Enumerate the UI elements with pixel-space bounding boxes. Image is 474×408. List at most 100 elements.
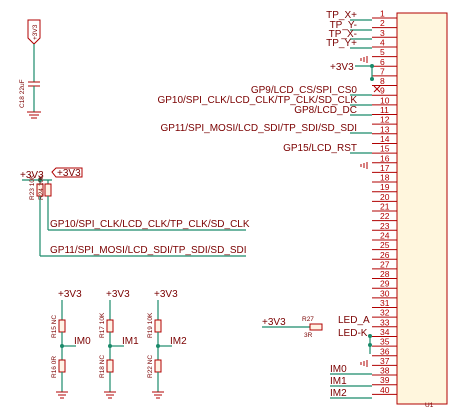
strap-bottom-resistor — [58, 359, 66, 373]
net-label: GP9/LCD_CS/SPI_CS0 — [251, 85, 372, 96]
pin-number: 36 — [380, 346, 390, 356]
strap-top-resistor — [106, 319, 114, 333]
pin-number: 27 — [380, 259, 390, 269]
cap-flag-label: +3V3 — [32, 24, 39, 40]
led-a-net-label: LED_A — [338, 315, 370, 326]
strap-bottom-label: R16 0R — [51, 356, 58, 378]
pin-number: 22 — [380, 211, 390, 221]
net-label: GP10/SPI_CLK/LCD_CLK/TP_CLK/SD_CLK — [157, 95, 372, 106]
pin-number: 2 — [380, 18, 385, 28]
led-k-net-label: LED-K — [338, 328, 368, 339]
im-power-label: +3V3 — [58, 289, 82, 300]
cap-ground-symbol — [27, 111, 41, 119]
pin-number: 20 — [380, 192, 390, 202]
net-label: TP_X+ — [326, 10, 372, 21]
pin-number: 24 — [380, 230, 390, 240]
pin-number: 9 — [380, 86, 385, 96]
r27-value-label: 3R — [304, 332, 313, 339]
net-label-text: TP_Y+ — [326, 38, 357, 49]
pin-number: 37 — [380, 356, 390, 366]
pin-number: 12 — [380, 115, 390, 125]
pin-number: 25 — [380, 240, 390, 250]
r27-name-label: R27 — [302, 316, 314, 323]
footer-label: U1 — [425, 402, 434, 408]
pin-number: 5 — [380, 47, 385, 57]
pin-number: 28 — [380, 269, 390, 279]
pin-number: 34 — [380, 327, 390, 337]
pullup-flag-label: +3V3 — [57, 168, 81, 179]
net-label-text: TP_X- — [329, 29, 357, 40]
pin-number: 1 — [380, 9, 385, 19]
connector-left-nets: TP_X+TP_Y-TP_X-TP_Y+GP9/LCD_CS/SPI_CS0GP… — [157, 10, 372, 154]
net-label: TP_Y+ — [326, 38, 372, 49]
pin-number: 15 — [380, 144, 390, 154]
net-label: TP_Y- — [330, 20, 372, 31]
pin-number: 21 — [380, 202, 390, 212]
pin-number: 16 — [380, 153, 390, 163]
pin-number: 32 — [380, 308, 390, 318]
net-label: TP_X- — [329, 29, 372, 40]
pin-number: 14 — [380, 134, 390, 144]
cap-c18-label: C18 22uF — [19, 79, 26, 108]
pin-number: 13 — [380, 124, 390, 134]
resistor-r24 — [44, 183, 52, 197]
im0-net-label: IM0 — [330, 364, 347, 375]
pin-number: 7 — [380, 66, 385, 76]
pin-number: 11 — [380, 105, 389, 115]
net-label-text: TP_X+ — [326, 10, 357, 21]
strap-bottom-resistor — [154, 359, 162, 373]
pin-number: 23 — [380, 221, 390, 231]
pin-number: 33 — [380, 317, 390, 327]
strap-top-resistor — [58, 319, 66, 333]
pin-number: 4 — [380, 37, 385, 47]
spi-clk-net-label: GP10/SPI_CLK/LCD_CLK/TP_CLK/SD_CLK — [50, 219, 250, 230]
fmark-nc-mark — [373, 85, 381, 93]
pin-number: 17 — [380, 163, 390, 173]
r23-label: R23 10K — [29, 174, 36, 200]
strap-bottom-resistor — [106, 359, 114, 373]
pin-number: 39 — [380, 375, 390, 385]
net-label-text: GP11/SPI_MOSI/LCD_SDI/TP_SDI/SD_SDI — [160, 123, 357, 134]
pin-number: 29 — [380, 279, 390, 289]
net-label-text: TP_Y- — [330, 20, 357, 31]
net-label: GP15/LCD_RST — [283, 143, 372, 154]
net-label-text: GP10/SPI_CLK/LCD_CLK/TP_CLK/SD_CLK — [157, 95, 357, 106]
pin-number: 3 — [380, 28, 385, 38]
pin-number: 6 — [380, 57, 385, 67]
r24-label: R24 10K — [38, 174, 45, 200]
pullup-left-label: +3V3 — [20, 170, 44, 181]
capacitor-c18 — [28, 81, 40, 87]
strap-net-label: IM2 — [170, 336, 187, 347]
spi-sdi-net-label: GP11/SPI_MOSI/LCD_SDI/TP_SDI/SD_SDI — [50, 245, 247, 256]
gnd2-ground-symbol — [360, 162, 368, 169]
strap-net-label: IM0 — [74, 336, 91, 347]
net-label-text: GP15/LCD_RST — [283, 143, 357, 154]
gnd3-ground-symbol — [360, 360, 368, 367]
im2-net-label: IM2 — [330, 388, 347, 399]
strap-bottom-label: R18 NC — [99, 355, 106, 378]
leda-power-label: +3V3 — [262, 317, 286, 328]
pin-number: 10 — [380, 95, 390, 105]
pin-number: 38 — [380, 366, 390, 376]
gnd1-ground-symbol — [360, 56, 368, 63]
pin-number: 35 — [380, 337, 390, 347]
strap-net-label: IM1 — [122, 336, 139, 347]
net-label-text: GP8/LCD_DC — [294, 105, 357, 116]
strap-top-label: R15 NC — [51, 315, 58, 338]
pullup-power-flag: +3V3 — [51, 167, 83, 179]
pin-number: 30 — [380, 288, 390, 298]
pin-number: 31 — [380, 298, 390, 308]
pin-number: 8 — [380, 76, 385, 86]
strap-top-label: R19 10K — [147, 312, 154, 338]
iovcc-power-label: +3V3 — [330, 62, 354, 73]
net-label: GP8/LCD_DC — [294, 105, 372, 116]
pin-number: 26 — [380, 250, 390, 260]
strap-top-resistor — [154, 319, 162, 333]
resistor-r27 — [309, 323, 323, 331]
pin-number: 40 — [380, 385, 390, 395]
pin-number: 19 — [380, 182, 390, 192]
strap-bottom-label: R22 NC — [147, 355, 154, 378]
